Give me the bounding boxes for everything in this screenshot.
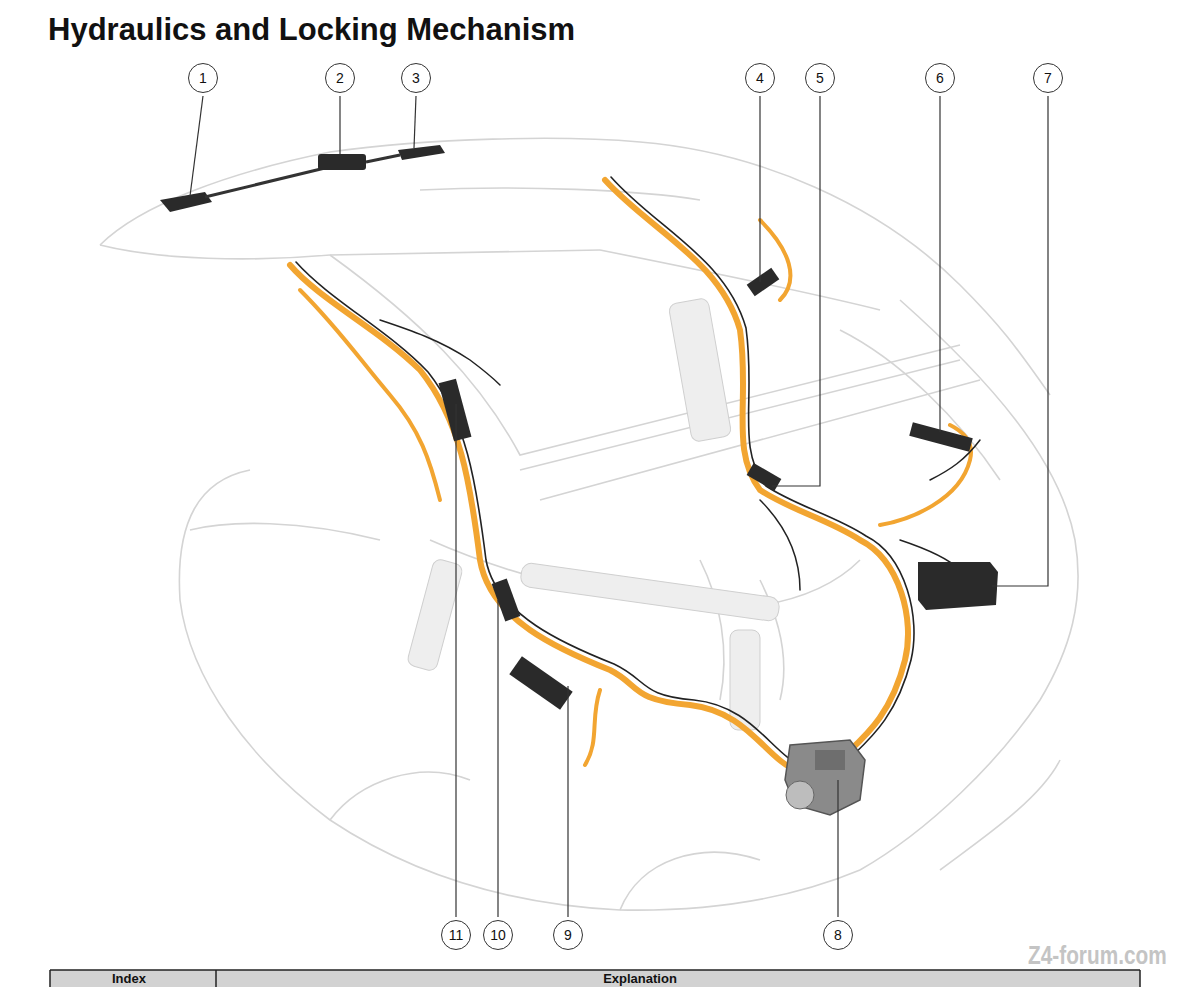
- callout-number: 11: [449, 928, 464, 942]
- callout-number: 5: [816, 71, 824, 85]
- callout-circle: 4: [745, 63, 775, 93]
- callout-number: 2: [336, 71, 344, 85]
- callout-number: 10: [490, 928, 506, 942]
- callout-circle: 7: [1033, 63, 1063, 93]
- table-header-cell: Index: [112, 972, 146, 986]
- leader-line: [190, 96, 1048, 917]
- table-rule: [1139, 970, 1141, 987]
- hydraulic-pump: [785, 740, 865, 815]
- callout-circle: 11: [441, 920, 471, 950]
- body-outline: [100, 138, 1078, 910]
- table-rule: [50, 969, 1140, 971]
- lock-parts: [160, 145, 998, 710]
- callout-circle: 6: [925, 63, 955, 93]
- table-rule: [49, 970, 51, 987]
- table-header: [50, 970, 1140, 987]
- callout-number: 1: [199, 71, 207, 85]
- watermark: Z4-forum.com: [1028, 940, 1167, 971]
- callout-circle: 3: [401, 63, 431, 93]
- callout-circle: 2: [325, 63, 355, 93]
- callout-number: 6: [936, 71, 944, 85]
- callout-number: 4: [756, 71, 764, 85]
- callout-number: 9: [564, 928, 572, 942]
- callout-number: 8: [834, 928, 842, 942]
- callout-circle: 10: [483, 920, 513, 950]
- callout-number: 3: [412, 71, 420, 85]
- table-rule: [215, 970, 217, 987]
- callout-circle: 8: [823, 920, 853, 950]
- table-header-cell: Explanation: [603, 972, 677, 986]
- diagram-title: Hydraulics and Locking Mechanism: [48, 12, 575, 48]
- callout-circle: 5: [805, 63, 835, 93]
- wiring-harness: [290, 177, 980, 772]
- callout-circle: 1: [188, 63, 218, 93]
- callout-number: 7: [1044, 71, 1052, 85]
- callout-circle: 9: [553, 920, 583, 950]
